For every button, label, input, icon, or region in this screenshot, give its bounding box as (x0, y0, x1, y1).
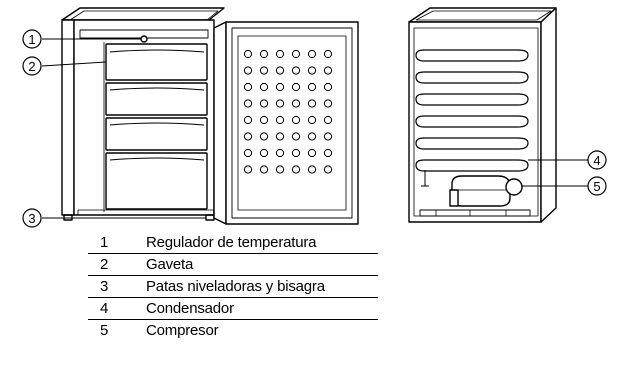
callout-3: 3 (22, 208, 42, 228)
door-dot (243, 165, 253, 174)
legend-row: 5 Compresor (88, 320, 378, 341)
door-dot (259, 132, 269, 141)
door-dot (243, 82, 253, 92)
legend-label: Patas niveladoras y bisagra (146, 278, 325, 295)
svg-text:2: 2 (28, 59, 35, 74)
drawer-3 (105, 117, 208, 151)
door-dot (259, 165, 269, 174)
door-dot (323, 148, 333, 158)
door-dot (243, 99, 253, 108)
door-dot (259, 82, 269, 92)
temperature-regulator (140, 35, 148, 43)
legend-label: Condensador (146, 300, 234, 317)
door-dot (275, 49, 285, 59)
door-dot (323, 82, 333, 92)
door-dot (307, 49, 317, 59)
door-dot (275, 82, 285, 92)
door-dot (291, 66, 301, 75)
legend-row: 4 Condensador (88, 298, 378, 320)
door-dot (291, 115, 301, 125)
freezer-diagram: 1 2 3 4 5 (22, 7, 607, 228)
legend-label: Compresor (146, 322, 219, 339)
door-dot (259, 66, 269, 75)
leader-lines (41, 38, 588, 219)
door-dot (243, 66, 253, 75)
door-dot (275, 99, 285, 108)
callout-5: 5 (587, 176, 607, 196)
door-dot (259, 115, 269, 125)
leveling-foot-right (205, 214, 215, 221)
door-dot (307, 66, 317, 75)
door-dot (307, 165, 317, 174)
door-dot (291, 49, 301, 59)
legend-label: Regulador de temperatura (146, 234, 317, 251)
drawer-4 (105, 152, 208, 210)
condenser-coil-loop (415, 115, 529, 128)
door-dot (275, 132, 285, 141)
callout-1: 1 (22, 29, 42, 49)
door-dot (323, 165, 333, 174)
svg-text:1: 1 (28, 32, 35, 47)
compressor (419, 170, 531, 217)
door-dot (259, 148, 269, 158)
door-dot (307, 99, 317, 108)
door-liner-dots (243, 49, 333, 174)
door-dot (275, 148, 285, 158)
door-dot (259, 99, 269, 108)
legend-number: 3 (100, 278, 109, 295)
condenser-coils (415, 49, 529, 172)
front-cabinet (61, 7, 225, 221)
door-dot (307, 115, 317, 125)
door-dot (275, 165, 285, 174)
door-dot (243, 115, 253, 125)
door-dot (275, 66, 285, 75)
legend-number: 5 (100, 322, 109, 339)
door-dot (323, 49, 333, 59)
door-dot (275, 115, 285, 125)
svg-text:4: 4 (593, 153, 600, 168)
door-dot (259, 49, 269, 59)
condenser-coil-loop (415, 71, 529, 84)
condenser-coil-loop (415, 159, 529, 172)
legend-number: 1 (100, 234, 109, 251)
door-dot (307, 132, 317, 141)
door-dot (291, 165, 301, 174)
door-dot (323, 99, 333, 108)
condenser-coil-loop (415, 137, 529, 150)
door-dot (323, 66, 333, 75)
front-drawers (103, 42, 208, 212)
door-dot (243, 132, 253, 141)
svg-text:5: 5 (593, 179, 600, 194)
callout-4: 4 (587, 150, 607, 170)
door-dot (291, 132, 301, 141)
door-dot (291, 82, 301, 92)
legend-row: 1 Regulador de temperatura (88, 232, 378, 254)
door-dot (291, 99, 301, 108)
door-dot (243, 49, 253, 59)
door-dot (291, 148, 301, 158)
open-door (213, 21, 359, 225)
parts-legend: 1 Regulador de temperatura 2 Gaveta 3 Pa… (88, 232, 378, 341)
door-dot (307, 148, 317, 158)
door-dot (243, 148, 253, 158)
callout-2: 2 (22, 56, 42, 76)
drawer-2 (105, 82, 208, 116)
condenser-coil-loop (415, 93, 529, 106)
legend-number: 4 (100, 300, 109, 317)
svg-text:3: 3 (28, 211, 35, 226)
condenser-coil-loop (415, 49, 529, 62)
legend-number: 2 (100, 256, 109, 273)
legend-row: 2 Gaveta (88, 254, 378, 276)
door-dot (323, 132, 333, 141)
legend-label: Gaveta (146, 256, 194, 273)
legend-row: 3 Patas niveladoras y bisagra (88, 276, 378, 298)
door-dot (307, 82, 317, 92)
door-dot (323, 115, 333, 125)
